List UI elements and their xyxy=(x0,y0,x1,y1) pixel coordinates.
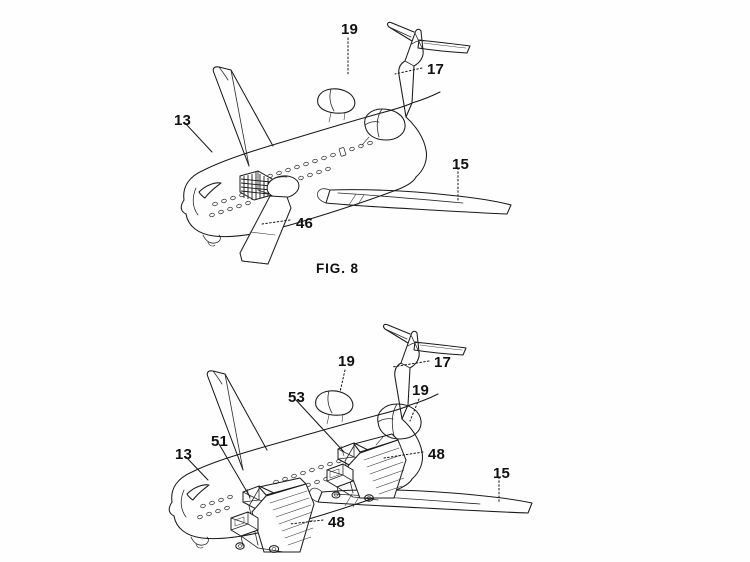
ref-numeral-15-fig8: 15 xyxy=(452,156,470,173)
leader-51 xyxy=(218,443,251,498)
ref-numeral-13-fig8: 13 xyxy=(174,112,192,129)
leader-53 xyxy=(295,399,345,453)
ref-numeral-19-fig8: 19 xyxy=(341,21,359,38)
leader-19b xyxy=(409,398,420,422)
leader-13-lower xyxy=(185,456,209,481)
leader-48a xyxy=(383,451,424,459)
wing-far xyxy=(212,66,274,167)
ref-numeral-48-forward-fig9: 48 xyxy=(328,514,346,531)
leader-48b xyxy=(289,519,324,525)
ref-numeral-19-right-fig9: 19 xyxy=(412,382,430,399)
ref-numeral-51-fig9: 51 xyxy=(211,433,229,450)
boarding-stairs-aft-48 xyxy=(326,433,407,502)
wing-near-15-lower xyxy=(309,487,533,514)
ref-numeral-53-fig9: 53 xyxy=(288,389,306,406)
tail-assembly-17 xyxy=(387,21,471,118)
fuselage-13 xyxy=(180,91,441,247)
ref-numeral-17-fig9: 17 xyxy=(434,354,452,371)
leader-46 xyxy=(261,219,291,225)
leader-17 xyxy=(394,67,423,75)
engine-lower-19-lower xyxy=(375,403,422,446)
figure-8-leaders xyxy=(184,37,459,225)
ref-numeral-48-aft-fig9: 48 xyxy=(428,446,446,463)
wing-near-15 xyxy=(317,188,512,215)
figure-8-aircraft xyxy=(180,21,512,265)
ref-numeral-17-fig8: 17 xyxy=(427,61,445,78)
tail-assembly-17-lower xyxy=(383,323,467,420)
engine-lower-19 xyxy=(361,108,406,146)
stairs-truck-aft xyxy=(326,463,379,502)
leader-13 xyxy=(184,122,213,153)
engine-upper-19 xyxy=(317,88,356,123)
engine-upper-19-lower xyxy=(315,390,354,425)
boarding-stairs-forward-48 xyxy=(230,477,315,553)
door-hatch-block xyxy=(239,170,273,201)
figure-8-caption: FIG. 8 xyxy=(316,261,359,276)
ref-numeral-13-fig9: 13 xyxy=(175,446,193,463)
evacuation-chute-46 xyxy=(239,170,300,265)
ref-numeral-15-fig9: 15 xyxy=(493,465,511,482)
wing-far-lower xyxy=(206,370,268,471)
figure-9-leaders xyxy=(185,360,500,525)
figure-9-aircraft xyxy=(168,323,533,553)
leader-17-lower xyxy=(391,360,430,368)
stairs-truck-forward xyxy=(230,511,285,553)
ref-numeral-46-fig8: 46 xyxy=(296,215,314,232)
ref-numeral-19-left-fig9: 19 xyxy=(338,353,356,370)
leader-19a xyxy=(339,369,346,393)
